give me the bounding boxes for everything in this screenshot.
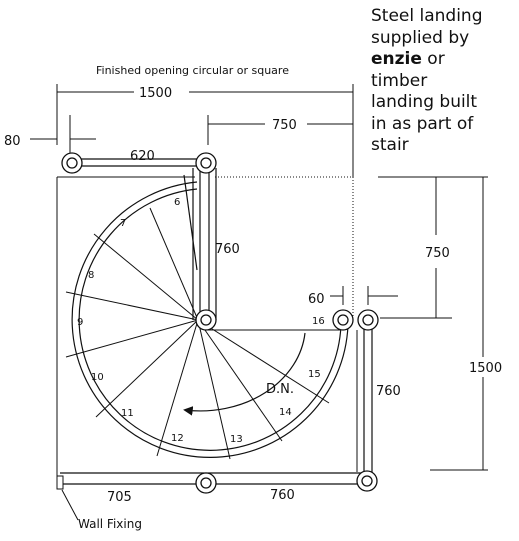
stair-outer-arc — [71, 181, 349, 458]
note-line: timber — [371, 70, 428, 91]
note-line: Steel landing — [371, 6, 483, 26]
opening-label: Finished opening circular or square — [96, 64, 289, 77]
step-number: 6 — [174, 197, 180, 208]
step-number: 12 — [171, 433, 184, 444]
tread-line — [93, 233, 199, 321]
dimension-label: 750 — [425, 246, 450, 261]
note-line: landing built — [371, 92, 478, 112]
dimension-label: 705 — [107, 490, 132, 505]
step-number: 8 — [88, 270, 94, 281]
step-number: 11 — [121, 408, 134, 419]
step-number: 7 — [120, 218, 126, 229]
tread-line — [149, 207, 199, 321]
dimension-label: 750 — [272, 118, 297, 133]
step-number: 16 — [312, 316, 325, 327]
dimension-label: 80 — [4, 134, 21, 149]
treads — [65, 207, 330, 460]
post-circle — [200, 157, 212, 169]
step-number: 9 — [77, 317, 83, 328]
dimension-label: 1500 — [469, 361, 502, 376]
post-circle — [66, 157, 78, 169]
dimension-label: 1500 — [139, 86, 172, 101]
post-circle — [362, 314, 374, 326]
direction-arc — [183, 332, 306, 416]
post-circle — [361, 475, 373, 487]
center-column-inner — [200, 314, 212, 326]
dimension-label: 760 — [215, 242, 240, 257]
tread-line — [156, 319, 199, 457]
post-circle — [337, 314, 349, 326]
note-line: supplied by — [371, 27, 470, 48]
stair-handrail-arc — [78, 188, 342, 451]
step-number: 13 — [230, 434, 243, 445]
step-number: 14 — [279, 407, 292, 418]
landing-note: Steel landing supplied by enzie or timbe… — [371, 6, 516, 157]
tread-line — [197, 319, 283, 442]
tread-line — [95, 319, 199, 418]
post-circle — [200, 477, 212, 489]
brand-name: enzie — [371, 49, 422, 69]
tread-line — [65, 319, 199, 358]
note-line: enzie or — [371, 49, 516, 71]
step-number: 15 — [308, 369, 321, 380]
direction-label: D.N. — [266, 382, 294, 397]
dimension-label: 760 — [376, 384, 401, 399]
dimension-label: 620 — [130, 149, 155, 164]
wall-fixing-label: Wall Fixing — [78, 517, 142, 531]
dimension-label: 760 — [270, 488, 295, 503]
wall-fixing-block — [56, 475, 64, 490]
note-fragment: or — [421, 49, 445, 69]
wall-fixing-leader — [61, 489, 79, 521]
upper-stringer — [183, 174, 198, 271]
tread-line — [197, 319, 330, 404]
tread-line — [197, 319, 231, 460]
note-line: in as part of — [371, 113, 474, 134]
note-line: stair — [371, 135, 409, 155]
tread-line — [65, 291, 199, 321]
step-number: 10 — [91, 372, 104, 383]
dimension-label: 60 — [308, 292, 325, 307]
